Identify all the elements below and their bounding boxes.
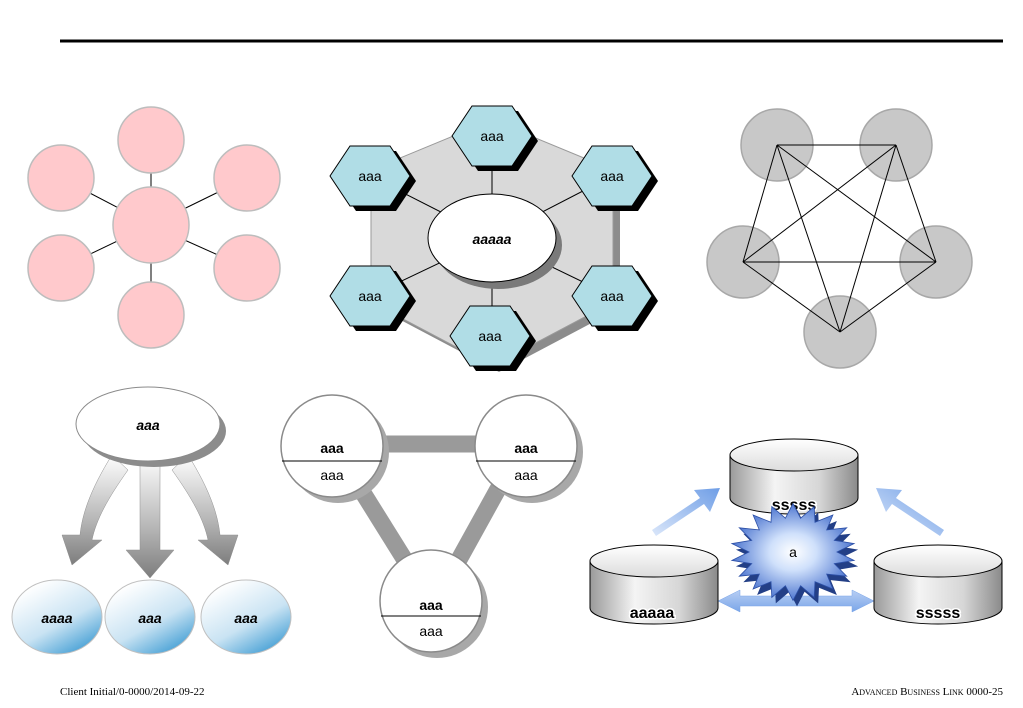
hex-node: aaa [449,305,536,371]
hex-node: aaa [571,145,658,211]
hex-node: aaa [329,265,416,331]
split-arrow-center [125,454,175,579]
split-target: aaa [104,579,196,655]
triangle-diagram: aaa aaa aaa aaa aaa aaa [280,394,583,658]
triangle-node-subtitle: aaa [419,623,443,639]
hex-node-label: aaa [358,168,382,184]
split-arrow-right [171,454,239,566]
star-node-bottom-left [27,234,95,302]
db-burst-label: a [789,544,797,560]
hex-ring-diagram: aaaaa aaa aaa aaa aaa aaa [329,105,658,372]
hex-node: aaa [571,265,658,331]
star-diagram [27,106,281,349]
triangle-node-title: aaa [320,440,344,456]
database-diagram: sssss aaaaa sssss a [589,438,1003,625]
hex-node-label: aaa [480,128,504,144]
db-right-label: sssss [916,605,961,622]
split-diagram: aaa aaaa aaa aaa [11,386,292,655]
hex-node-label: aaa [478,328,502,344]
split-target-label: aaa [234,610,258,626]
triangle-node: aaa aaa [474,394,583,503]
db-cylinder-right: sssss [873,544,1003,625]
star-node-bottom [117,281,185,349]
hex-ring-center [427,193,557,283]
split-arrow-left [61,454,129,566]
db-left-label: aaaaa [630,605,675,622]
split-target: aaaa [11,579,103,655]
star-node-center [112,186,190,264]
star-node-top-left [27,144,95,212]
hex-ring-center-label: aaaaa [473,231,512,247]
footer-left-text: Client Initial/0-0000/2014-09-22 [60,686,205,698]
db-arrow-right-up [876,488,944,536]
triangle-node: aaa aaa [379,549,488,658]
db-cylinder-top: sssss [729,438,859,516]
split-target-label: aaaa [41,610,72,626]
hex-node: aaa [451,105,538,171]
footer-right-text: Advanced Business Link 0000-25 [851,686,1003,698]
star-node-top-right [213,144,281,212]
triangle-node-subtitle: aaa [514,467,538,483]
mesh-diagram [706,108,973,369]
split-source-label: aaa [136,417,160,433]
split-target: aaa [200,579,292,655]
hex-node-label: aaa [600,288,624,304]
split-source [75,386,221,462]
star-node-bottom-right [213,234,281,302]
db-arrow-left-up [652,488,720,536]
db-burst: a [730,502,859,607]
split-target-label: aaa [138,610,162,626]
hex-node: aaa [329,145,416,211]
triangle-node-title: aaa [514,440,538,456]
db-cylinder-left: aaaaa [589,544,719,625]
triangle-node-title: aaa [419,597,443,613]
star-node-top [117,106,185,174]
triangle-node-subtitle: aaa [320,467,344,483]
hex-node-label: aaa [358,288,382,304]
triangle-node: aaa aaa [280,394,389,503]
hex-node-label: aaa [600,168,624,184]
